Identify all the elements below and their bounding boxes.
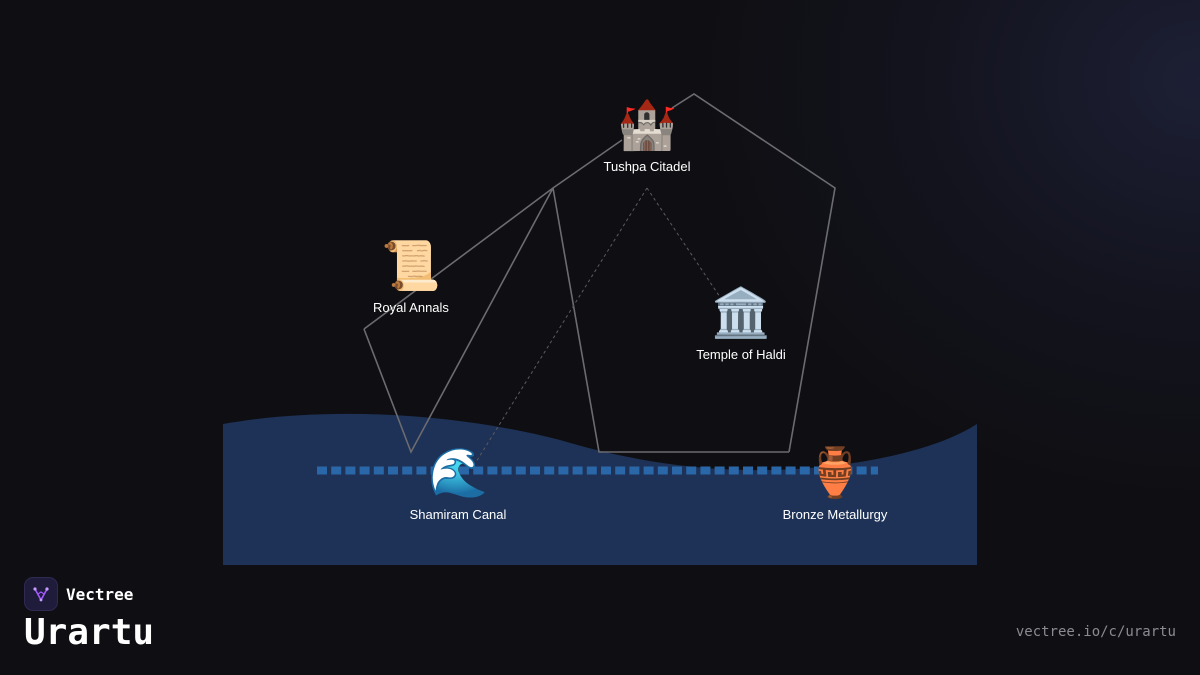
brand-name: Vectree (66, 584, 134, 604)
node-label: Bronze Metallurgy (782, 507, 888, 522)
node-tushpa-citadel[interactable]: 🏰 Tushpa Citadel (557, 97, 737, 174)
amphora-icon: 🏺 (805, 445, 865, 501)
page-title: Urartu (24, 612, 155, 653)
node-label: Tushpa Citadel (603, 159, 691, 174)
edge-tushpa-haldi (671, 93, 836, 453)
castle-icon: 🏰 (617, 97, 677, 153)
node-shamiram-canal[interactable]: 🌊 Shamiram Canal (368, 445, 548, 522)
edge-haldi-bronze (552, 187, 789, 453)
node-temple-of-haldi[interactable]: 🏛️ Temple of Haldi (651, 285, 831, 362)
node-royal-annals[interactable]: 📜 Royal Annals (321, 238, 501, 315)
water-wave-icon: 🌊 (428, 445, 488, 501)
brand[interactable]: Vectree (24, 577, 133, 611)
node-bronze-metallurgy[interactable]: 🏺 Bronze Metallurgy (745, 445, 925, 522)
scroll-icon: 📜 (381, 238, 441, 294)
edge-tushpa-canal-dotted (475, 187, 648, 463)
node-label: Royal Annals (373, 300, 449, 315)
page-url[interactable]: vectree.io/c/urartu (1015, 624, 1176, 640)
node-label: Temple of Haldi (696, 347, 786, 362)
node-label: Shamiram Canal (409, 507, 507, 522)
edge-annals-canal (363, 187, 554, 454)
vectree-logo-icon (24, 577, 58, 611)
classical-building-icon: 🏛️ (711, 285, 771, 341)
